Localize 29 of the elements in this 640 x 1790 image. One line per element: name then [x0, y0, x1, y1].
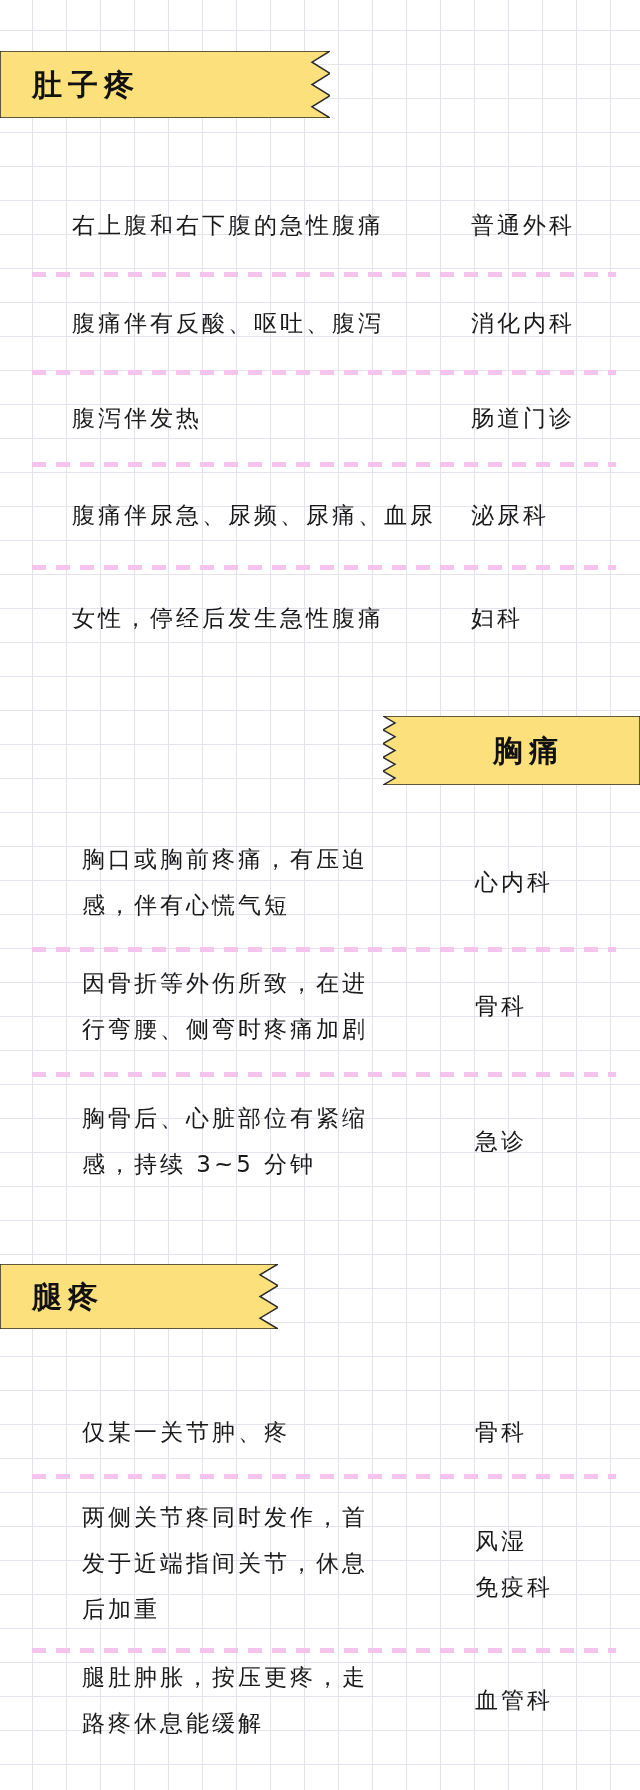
symptom-text: 胸骨后、心脏部位有紧缩感，持续 3~5 分钟 [82, 1104, 369, 1179]
department-name: 骨科 [475, 1418, 527, 1447]
section-title: 腿疼 [32, 1281, 104, 1312]
department-name: 妇科 [471, 604, 523, 633]
tape-banner [0, 1264, 278, 1329]
department-name: 泌尿科 [471, 501, 549, 530]
symptom-text: 腹泻伴发热 [72, 404, 202, 433]
symptom-text: 腹痛伴有反酸、呕吐、腹泻 [72, 309, 384, 338]
department-name: 消化内科 [471, 309, 575, 338]
symptom-text: 仅某一关节肿、疼 [82, 1418, 290, 1447]
symptom-text: 两侧关节疼同时发作，首发于近端指间关节，休息后加重 [82, 1503, 369, 1624]
department-name: 风湿 [475, 1527, 527, 1556]
section-title: 胸痛 [493, 735, 565, 766]
symptom-text: 女性，停经后发生急性腹痛 [72, 604, 384, 633]
department-name: 血管科 [475, 1686, 553, 1715]
symptom-text: 腿肚肿胀，按压更疼，走路疼休息能缓解 [82, 1663, 369, 1738]
department-name: 肠道门诊 [471, 404, 575, 433]
tape-banner [0, 51, 330, 118]
symptom-text: 因骨折等外伤所致，在进行弯腰、侧弯时疼痛加剧 [82, 969, 369, 1044]
department-name: 骨科 [475, 992, 527, 1021]
symptom-text: 腹痛伴尿急、尿频、尿痛、血尿 [72, 501, 436, 530]
symptom-text: 胸口或胸前疼痛，有压迫感，伴有心慌气短 [82, 845, 369, 920]
department-name: 免疫科 [475, 1573, 553, 1602]
tape-banner [383, 716, 640, 785]
department-name: 普通外科 [471, 211, 575, 240]
department-name: 急诊 [475, 1127, 527, 1156]
symptom-text: 右上腹和右下腹的急性腹痛 [72, 211, 384, 240]
section-title: 肚子疼 [32, 69, 140, 100]
department-name: 心内科 [475, 868, 553, 897]
